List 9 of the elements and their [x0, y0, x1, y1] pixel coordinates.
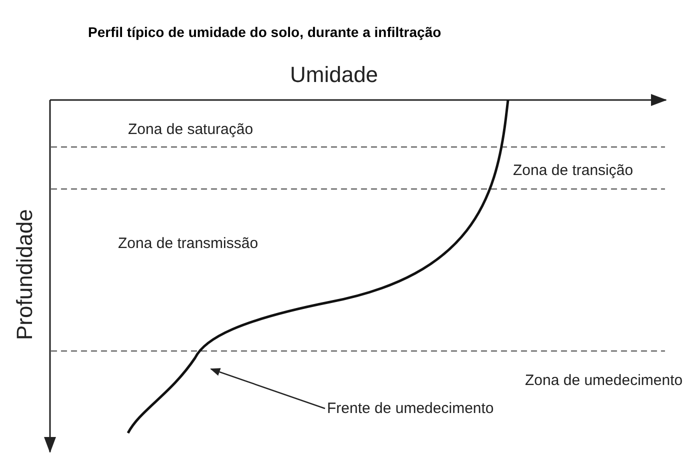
chart-title: Perfil típico de umidade do solo, durante a infiltração [88, 24, 442, 40]
zone-label: Zona de umedecimento [525, 372, 683, 389]
zone-label: Zona de transmissão [118, 235, 258, 252]
axis-label: Profundidade [12, 210, 38, 340]
axis-label: Umidade [290, 62, 378, 88]
callout-text: Frente de umedecimento [327, 400, 494, 417]
leader-line [210, 368, 326, 410]
zone-label: Zona de transição [513, 162, 634, 179]
zone-label: Zona de saturação [128, 121, 254, 138]
